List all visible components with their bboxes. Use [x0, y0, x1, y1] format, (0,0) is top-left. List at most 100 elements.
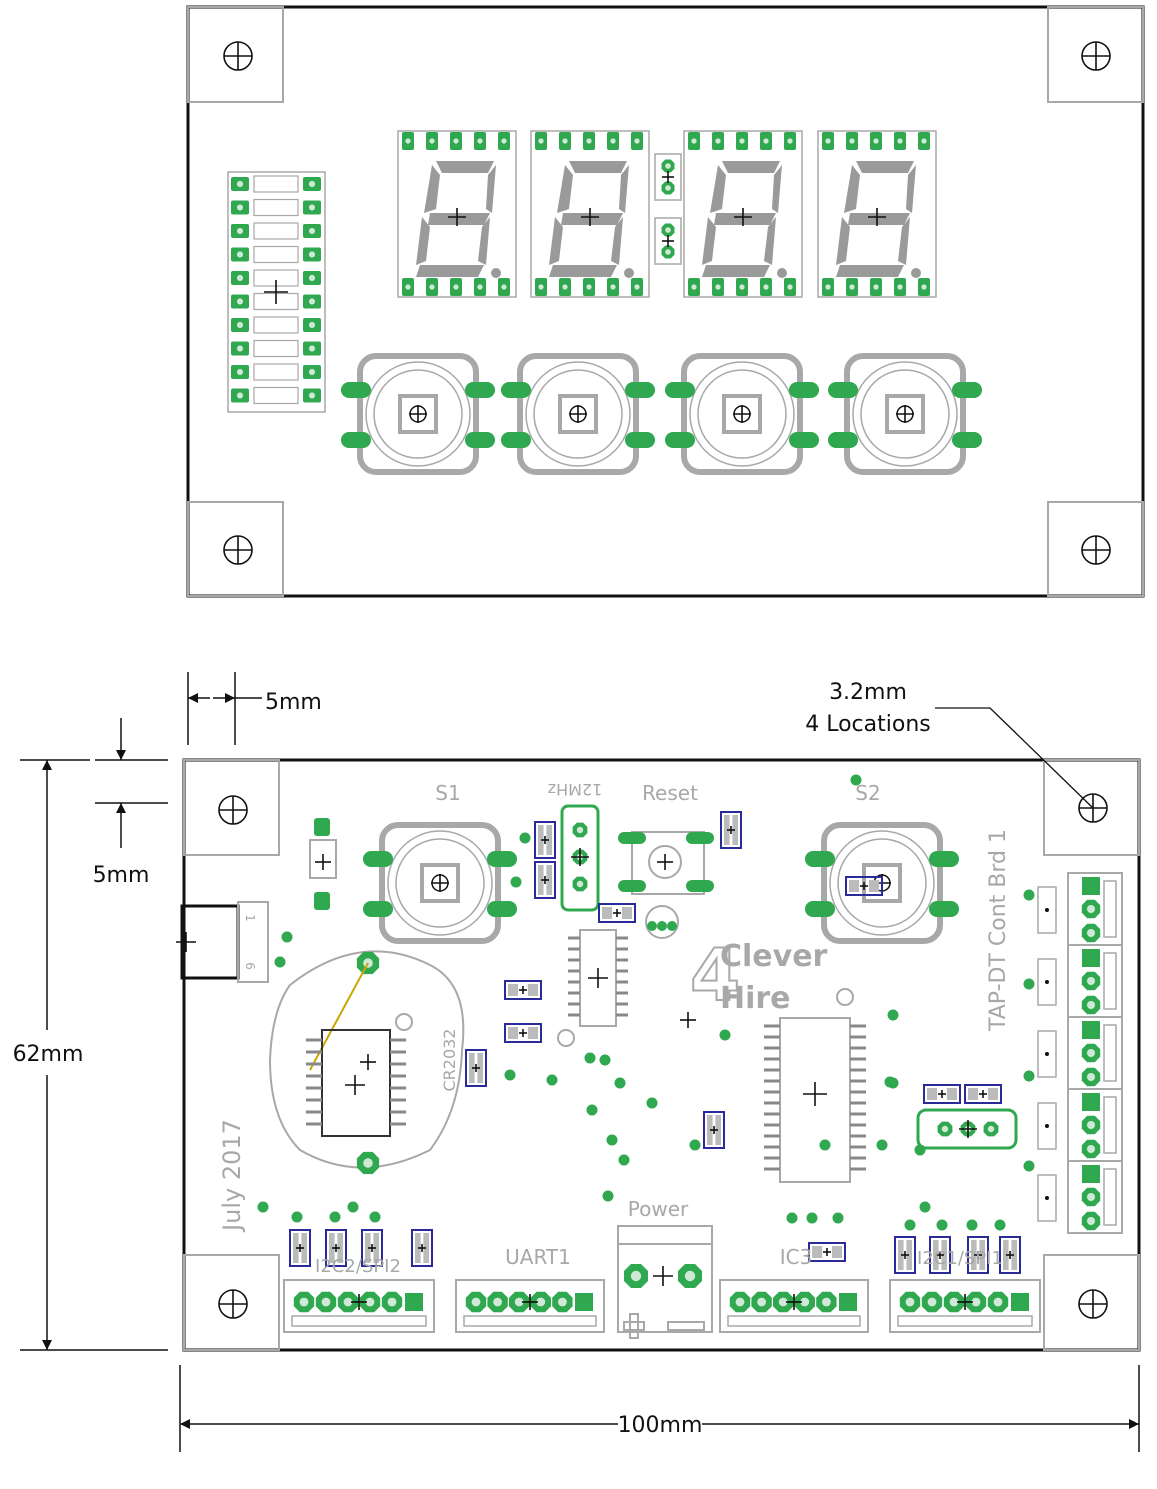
smd-pad — [301, 1233, 307, 1263]
servo-resistor — [1037, 1174, 1057, 1222]
via — [369, 1211, 381, 1223]
crystal-outline — [560, 804, 600, 912]
smd-pad — [373, 1233, 379, 1263]
dim-board-height: 62mm — [13, 1042, 84, 1067]
servo-resistor-dot — [1045, 908, 1049, 912]
servo-resistor-dot — [1045, 1196, 1049, 1200]
via — [806, 1212, 818, 1224]
button-pad — [805, 851, 835, 867]
pad-hole — [236, 251, 244, 258]
button-cap — [398, 394, 438, 434]
pad-hole — [576, 826, 584, 834]
smd-pad — [423, 1233, 429, 1263]
front-button — [341, 353, 495, 475]
pad-hole — [308, 298, 316, 305]
pad-hole — [308, 392, 316, 399]
via — [832, 1212, 844, 1224]
smd-outline — [923, 1084, 961, 1104]
button-pad — [805, 901, 835, 917]
via — [719, 1029, 731, 1041]
smd-pad — [898, 1240, 904, 1270]
button-ring — [365, 361, 471, 467]
pad-hole — [757, 1297, 766, 1307]
back-board: S1 S2 12MHz Reset CR2032 Power UART1 I2C… — [176, 758, 1141, 1352]
button-ring — [373, 369, 463, 459]
front-button — [828, 353, 982, 475]
servo-pin-square — [1082, 949, 1100, 967]
servo-resistor — [1037, 1030, 1057, 1078]
smd-pad — [968, 1088, 979, 1100]
pad-hole — [897, 138, 903, 144]
resistor-array-outline — [227, 171, 326, 413]
pad-hole — [610, 284, 616, 290]
segment — [424, 165, 440, 213]
segment — [714, 213, 776, 225]
via — [936, 1219, 948, 1231]
pad-hole — [905, 1297, 915, 1307]
smd-pad — [927, 1088, 938, 1100]
pad-hole — [562, 284, 568, 290]
pad-hole — [684, 1270, 696, 1282]
smd-pad — [602, 907, 613, 919]
pad-hole — [405, 284, 411, 290]
label-s2: S2 — [855, 781, 880, 805]
smd-res — [808, 1242, 846, 1262]
logo-text-top: Clever — [720, 939, 828, 974]
via — [519, 832, 531, 844]
servo-latch — [1103, 1168, 1117, 1226]
header-outline — [719, 1279, 869, 1333]
pad-hole — [1087, 1121, 1095, 1129]
pad-hole — [849, 284, 855, 290]
pad-hole — [363, 1158, 373, 1168]
pad-hole — [477, 138, 483, 144]
segment — [702, 265, 770, 277]
header-uart1 — [455, 1279, 605, 1333]
segment — [722, 161, 780, 173]
seven-segment-digit — [817, 130, 937, 298]
smd-pullup — [411, 1229, 433, 1267]
via — [618, 1154, 630, 1166]
resistor-body — [253, 386, 299, 405]
header-outline — [283, 1279, 435, 1333]
via — [850, 774, 862, 786]
pad-hole — [308, 368, 316, 376]
corner-keepout — [183, 1254, 280, 1351]
pad-hole — [739, 284, 745, 290]
button-cap — [722, 394, 762, 434]
smd-outline — [361, 1229, 383, 1267]
pad-hole — [715, 284, 721, 290]
usb-ic-outline — [579, 929, 617, 1027]
header-pin-square — [405, 1293, 423, 1311]
smd-cap — [534, 861, 556, 899]
pad-hole — [308, 321, 316, 329]
smd-pad — [477, 1053, 483, 1083]
button-pad — [952, 382, 982, 398]
button-pad — [487, 851, 517, 867]
pad-hole — [987, 1125, 995, 1133]
pad-hole — [236, 321, 244, 329]
segment — [611, 217, 623, 265]
polarity-plus-v — [629, 1313, 639, 1339]
pad-hole — [299, 1297, 309, 1307]
servo-latch — [1103, 1024, 1117, 1082]
pad-hole — [453, 138, 459, 144]
seven-segment-digit — [530, 130, 650, 298]
front-mounting-holes — [187, 6, 1144, 597]
pad-hole — [236, 368, 244, 376]
smd-pad — [538, 825, 544, 855]
button-cap — [885, 394, 925, 434]
header-i2c1 — [889, 1279, 1041, 1333]
servo-latch — [1103, 952, 1117, 1010]
segment — [561, 213, 623, 225]
smd-pad — [1011, 1240, 1017, 1270]
segment — [557, 165, 573, 213]
digit-outline — [817, 130, 937, 298]
segment — [710, 165, 726, 213]
pad-hole — [453, 284, 459, 290]
via — [257, 1201, 269, 1213]
usb-connector-body — [237, 901, 269, 983]
segment — [428, 213, 490, 225]
polarity-minus — [667, 1321, 705, 1331]
segment — [478, 217, 490, 265]
fiducial — [395, 1013, 413, 1031]
